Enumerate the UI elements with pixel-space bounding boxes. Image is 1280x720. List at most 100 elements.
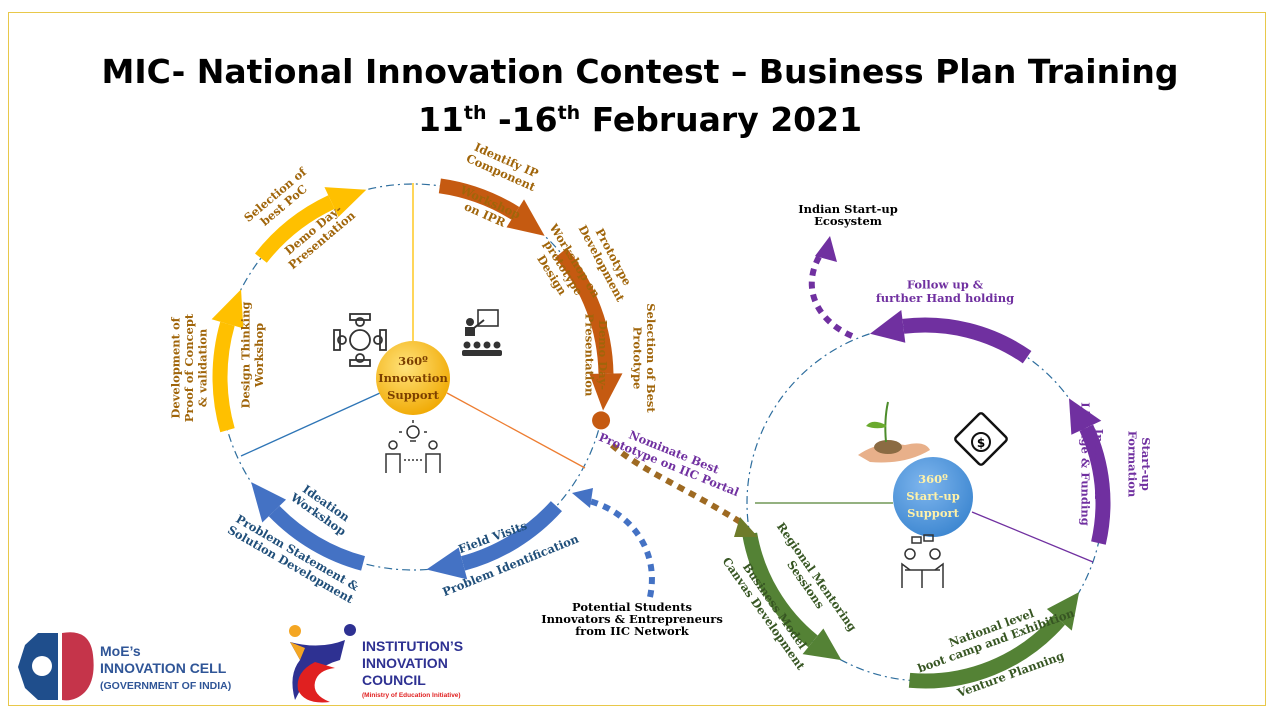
label-line: Linkage & Funding — [1078, 402, 1092, 525]
label-line: from IIC Network — [575, 624, 690, 638]
label-line: Ecosystem — [814, 214, 882, 228]
label-line: Presentation — [582, 314, 596, 397]
arrow-ideation-head — [251, 482, 287, 523]
label-line: further Hand holding — [876, 291, 1014, 305]
logo-text: (GOVERNMENT OF INDIA) — [100, 680, 231, 692]
label-line: Proof of Concept — [182, 313, 196, 422]
follow-up-label: Follow up &further Hand holding — [876, 277, 1014, 305]
demo-day-2-label: Demo Day-Presentation — [582, 314, 610, 397]
label-line: Innovators & Entrepreneurs — [541, 612, 723, 626]
selection-best-label: Selection of BestPrototype — [630, 303, 658, 413]
date-sup: th — [463, 102, 487, 124]
dollar-glyph: $ — [977, 436, 985, 450]
idea-exchange-icon — [385, 420, 441, 473]
slide-title: MIC- National Innovation Contest – Busin… — [101, 52, 1179, 91]
innovation-hub-circle — [376, 341, 450, 415]
hub-text: 360º — [398, 354, 428, 368]
presentation-audience-icon — [462, 309, 502, 356]
arrow-prototype — [555, 248, 614, 374]
arrow-demo-day — [255, 195, 335, 263]
label-line: Workshop — [252, 323, 266, 388]
startup-formation-label: Start-upFormation — [1125, 431, 1153, 498]
spoke-blue — [240, 392, 381, 457]
logo-text: (Ministry of Education Initiative) — [362, 692, 461, 699]
logo-text: INNOVATION — [362, 655, 448, 671]
arrow-venture — [908, 614, 1065, 689]
label-line: Formation — [1125, 431, 1139, 498]
innovation-support-hub: 360º Innovation Support — [376, 341, 450, 415]
potential-arrowhead — [572, 488, 593, 508]
label-line: Indian Start-up — [798, 202, 898, 216]
mentoring-meeting-icon — [901, 534, 944, 588]
label-line: Potential Students — [572, 600, 692, 614]
startup-hub-circle — [893, 457, 973, 537]
startup-support-hub: 360º Start-up Support — [893, 457, 973, 537]
spokes — [240, 183, 1094, 563]
design-thinking-label: Design ThinkingWorkshop — [238, 302, 266, 409]
arrow-demo-day-head — [324, 187, 367, 218]
meeting-table-icon — [333, 313, 387, 367]
date-part: 11 — [417, 100, 464, 139]
arrow-venture-head — [1046, 592, 1080, 631]
slide-dates: 11th -16th February 2021 — [0, 100, 1280, 139]
ecosystem-connector — [808, 250, 854, 339]
hub-text: 360º — [918, 472, 948, 486]
label-line: Selection of Best — [644, 303, 658, 413]
arrow-prototype-head — [589, 373, 623, 411]
endpoint-dot — [592, 411, 611, 430]
hub-text: Start-up — [906, 489, 960, 503]
arrow-incubation-head — [1069, 398, 1102, 435]
iic-logo: INSTITUTION’S INNOVATION COUNCIL (Minist… — [289, 624, 463, 703]
label-line: Follow up & — [907, 277, 984, 291]
spoke-purple — [971, 511, 1094, 563]
date-part: February 2021 — [580, 100, 863, 139]
development-poc-label: Development ofProof of Concept& validati… — [169, 313, 210, 422]
logo-text: COUNCIL — [362, 672, 426, 688]
arrow-design-thinking — [212, 321, 235, 433]
arrow-ipr — [438, 178, 520, 220]
hub-text: Innovation — [378, 371, 448, 385]
label-line: Design Thinking — [238, 302, 252, 409]
arrow-ipr-head — [506, 199, 545, 236]
seedling-hand-icon — [858, 401, 930, 463]
label-line: Development of — [169, 316, 183, 418]
money-bag-icon: $ — [954, 412, 1008, 466]
connector-paths — [572, 236, 854, 598]
stage-arrows — [211, 178, 1111, 689]
spoke-orange — [446, 392, 586, 469]
potential-connector — [584, 497, 655, 598]
logo-text: INSTITUTION’S — [362, 638, 463, 654]
arrow-field-visits — [460, 501, 562, 571]
arrow-ideation — [268, 505, 366, 571]
slide-frame — [8, 12, 1266, 706]
moe-innovation-cell-logo: MoE’s INNOVATION CELL (GOVERNMENT OF IND… — [18, 632, 231, 701]
incubation-label: IncubationLinkage & Funding — [1078, 402, 1106, 525]
arrow-field-visits-head — [426, 547, 468, 580]
label-line: Incubation — [1092, 429, 1106, 500]
hub-text: Support — [907, 506, 959, 520]
nominate-label: Nominate BestPrototype on IIC Portal — [597, 417, 747, 499]
arrow-follow-up-head — [869, 309, 906, 343]
label-line: Prototype — [630, 327, 644, 390]
logo-text: INNOVATION CELL — [100, 660, 227, 676]
arrow-mentoring-head — [802, 628, 842, 661]
label-line: Demo Day- — [596, 320, 610, 390]
arrow-follow-up — [902, 317, 1032, 364]
nominate-connector — [610, 442, 747, 528]
date-part: -16 — [486, 100, 558, 139]
ecosystem-arrowhead — [815, 236, 837, 262]
label-line: Start-up — [1139, 437, 1153, 491]
arrow-mentoring — [742, 532, 818, 648]
arrow-incubation — [1079, 424, 1111, 545]
identify-ip-label: Identify IPComponent — [464, 139, 543, 195]
date-sup: th — [557, 102, 581, 124]
label-line: & validation — [196, 328, 210, 407]
arrow-design-thinking-head — [211, 289, 244, 329]
nominate-arrowhead — [734, 517, 758, 537]
hub-text: Support — [387, 388, 439, 402]
logo-text: MoE’s — [100, 643, 141, 659]
